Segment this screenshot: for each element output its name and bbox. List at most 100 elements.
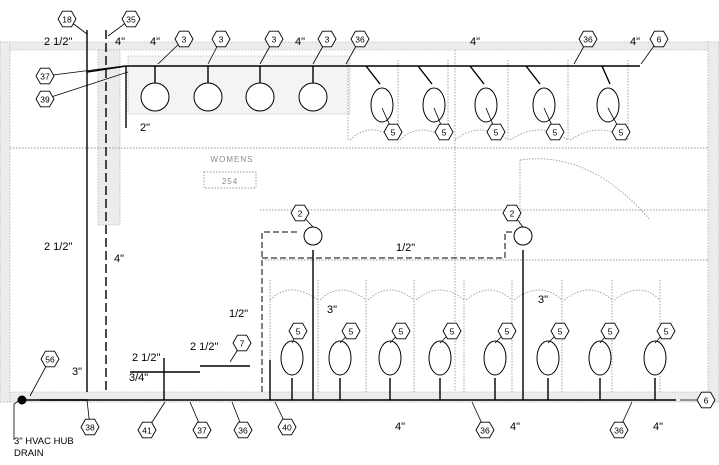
lavatory-1 xyxy=(140,82,170,112)
tag-label: 36 xyxy=(614,426,624,436)
tag-hexagon xyxy=(288,322,308,340)
left-wall xyxy=(0,41,11,403)
tag-label: 18 xyxy=(62,15,72,25)
chase-wall xyxy=(97,49,121,226)
fixture-tag-t2a: 2 xyxy=(290,204,310,222)
fixture-tag-t5j: 5 xyxy=(497,322,517,340)
size-label-s16: 3" xyxy=(72,366,82,378)
bottom-wall xyxy=(0,391,719,403)
fixture-tag-t36a: 36 xyxy=(350,30,370,48)
tag-hexagon xyxy=(609,421,629,439)
wc-bottom-5 xyxy=(483,340,507,376)
fixture-tag-t7: 7 xyxy=(232,334,252,352)
tag-label: 36 xyxy=(583,35,593,45)
drops-wc-bottom xyxy=(291,378,656,400)
fixture-tag-t36e: 36 xyxy=(609,421,629,439)
floor-drain-left xyxy=(303,226,323,246)
fixture-tag-t3d: 3 xyxy=(317,30,337,48)
room-number: 254 xyxy=(222,177,238,186)
tag-hexagon xyxy=(475,421,495,439)
tag-hexagon xyxy=(137,421,157,439)
tag-hexagon xyxy=(290,204,310,222)
tag-label: 3 xyxy=(219,35,224,45)
fixture-tag-t5d: 5 xyxy=(545,123,565,141)
fixture-tag-t2b: 2 xyxy=(502,204,522,222)
tag-label: 6 xyxy=(657,35,662,45)
fixture-tag-t5g: 5 xyxy=(341,322,361,340)
wc-bottom-8 xyxy=(643,340,667,376)
fixture-tag-t5h: 5 xyxy=(391,322,411,340)
size-label-s11: 3" xyxy=(327,304,337,316)
wc-top-5 xyxy=(596,87,620,123)
tag-hexagon xyxy=(600,322,620,340)
fixture-tag-t37a: 37 xyxy=(35,67,55,85)
tag-leader-t37a xyxy=(44,65,125,77)
fixture-tag-t56: 56 xyxy=(40,350,60,368)
tag-hexagon xyxy=(649,30,669,48)
tag-hexagon xyxy=(696,391,716,409)
fixture-tag-t3a: 3 xyxy=(174,30,194,48)
tag-label: 37 xyxy=(197,426,207,436)
tag-label: 5 xyxy=(664,327,669,337)
fixture-tag-t5l: 5 xyxy=(600,322,620,340)
tag-hexagon xyxy=(80,418,100,436)
water-closets-bottom xyxy=(280,340,667,376)
tag-label: 36 xyxy=(355,35,365,45)
hvac-hub-drain xyxy=(17,395,27,405)
tag-hexagon xyxy=(611,123,631,141)
tag-hexagon xyxy=(40,350,60,368)
branch-wc-top xyxy=(365,65,611,85)
fixture-tag-t38: 38 xyxy=(80,418,100,436)
size-label-s10: 1/2" xyxy=(396,242,415,254)
fixture-tag-t3c: 3 xyxy=(264,30,284,48)
tag-label: 5 xyxy=(494,128,499,138)
water-closets-top xyxy=(370,87,620,123)
hvac-drain-note-line2: DRAIN xyxy=(14,448,44,459)
floor-drain-right xyxy=(513,226,533,246)
tag-hexagon xyxy=(656,322,676,340)
size-label-s2: 4" xyxy=(115,36,125,48)
tag-hexagon xyxy=(578,30,598,48)
fixture-tag-t36c: 36 xyxy=(233,421,253,439)
room-name: WOMENS xyxy=(211,155,254,164)
tag-label: 5 xyxy=(399,327,404,337)
tag-hexagon xyxy=(434,123,454,141)
fixture-tag-t3b: 3 xyxy=(211,30,231,48)
size-label-s1: 2 1/2" xyxy=(44,36,72,48)
wc-bottom-1 xyxy=(280,340,304,376)
floor-drains xyxy=(303,226,533,246)
tag-hexagon xyxy=(442,322,462,340)
tag-hexagon xyxy=(57,10,77,28)
tag-hexagon xyxy=(497,322,517,340)
tag-label: 5 xyxy=(505,327,510,337)
lavatory-4 xyxy=(298,82,328,112)
tag-hexagon xyxy=(211,30,231,48)
fixture-tag-t36d: 36 xyxy=(475,421,495,439)
tag-hexagon xyxy=(232,334,252,352)
tag-label: 38 xyxy=(85,423,95,433)
tag-label: 3 xyxy=(182,35,187,45)
tag-hexagon xyxy=(35,67,55,85)
tag-hexagon xyxy=(486,123,506,141)
tag-hexagon xyxy=(391,322,411,340)
hvac-drain-leader xyxy=(13,399,21,440)
fixture-tag-t41: 41 xyxy=(137,421,157,439)
door-swing-top xyxy=(519,158,651,230)
tag-hexagon xyxy=(341,322,361,340)
tag-label: 5 xyxy=(349,327,354,337)
tag-label: 41 xyxy=(142,426,152,436)
tag-label: 40 xyxy=(282,423,292,433)
tag-label: 39 xyxy=(40,95,50,105)
fixture-tag-t5b: 5 xyxy=(434,123,454,141)
lavatory-2 xyxy=(193,82,223,112)
size-label-s9: 4" xyxy=(114,253,124,265)
size-label-s17: 3/4" xyxy=(129,372,148,384)
tag-label: 37 xyxy=(40,72,50,82)
tag-hexagon xyxy=(35,90,55,108)
tag-hexagon xyxy=(264,30,284,48)
tag-label: 2 xyxy=(298,209,303,219)
size-label-s20: 4" xyxy=(653,421,663,433)
tag-hexagon xyxy=(383,123,403,141)
water-line-dashed xyxy=(261,231,520,392)
fixture-tag-t5e: 5 xyxy=(611,123,631,141)
